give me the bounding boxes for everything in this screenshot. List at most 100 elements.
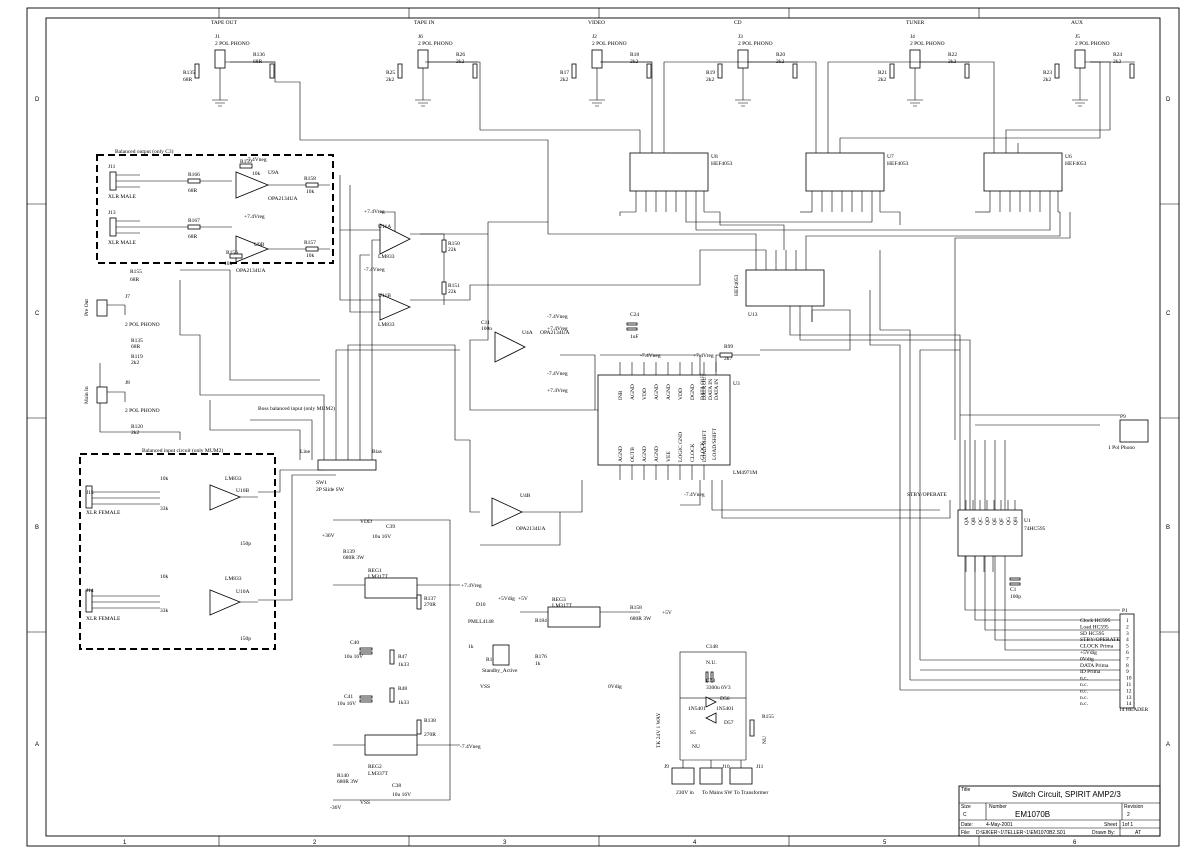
u3-pin-label: DGND — [690, 384, 696, 400]
u1-pin-label: QF — [999, 518, 1005, 525]
svg-text:D57: D57 — [724, 720, 734, 726]
svg-text:VSS: VSS — [480, 684, 490, 690]
header-signal: DATA Prima — [1080, 663, 1109, 669]
svg-text:DATA OUT: DATA OUT — [700, 373, 706, 400]
row-d-right: D — [1166, 97, 1171, 103]
svg-text:J11: J11 — [108, 164, 116, 170]
jack-ref: J4 — [910, 34, 915, 40]
svg-text:R175: R175 — [486, 657, 498, 663]
svg-text:Pre Out: Pre Out — [84, 299, 90, 316]
header-pin-number: 7 — [1126, 656, 1129, 662]
res-ref: R20 — [776, 52, 785, 58]
svg-text:+7.4Vreg: +7.4Vreg — [364, 209, 385, 215]
col-3: 3 — [503, 840, 507, 846]
svg-text:R139: R139 — [343, 549, 355, 555]
slide-switch-sw1: Boss balanced input (only MUM2) SW1 2P S… — [258, 405, 382, 493]
svg-text:C38: C38 — [392, 783, 401, 789]
svg-text:HEF4053: HEF4053 — [1065, 161, 1087, 167]
jack-ref: J5 — [1075, 34, 1080, 40]
res-ref: R17 — [560, 70, 569, 76]
svg-text:2 POL PHONO: 2 POL PHONO — [125, 322, 160, 328]
u1-pin-label: QD — [985, 517, 991, 525]
row-c-right: C — [1166, 311, 1171, 317]
svg-text:U7: U7 — [887, 154, 894, 160]
svg-text:68R: 68R — [130, 277, 140, 283]
u3-pin-label: CLOCK — [690, 443, 696, 462]
svg-text:R120: R120 — [131, 424, 143, 430]
svg-text:1 Pol Phono: 1 Pol Phono — [1108, 445, 1135, 451]
svg-text:-7.4Vneg: -7.4Vneg — [460, 744, 481, 750]
svg-text:-7.4Vneg: -7.4Vneg — [684, 492, 705, 498]
u1-pin-label: QH — [1013, 517, 1019, 525]
u3-pin-label: AGND — [630, 384, 636, 400]
res-ref: R22 — [948, 52, 957, 58]
u3-pin-label: AGND — [654, 446, 660, 462]
svg-text:U10A: U10A — [236, 589, 249, 595]
svg-text:LM833: LM833 — [225, 476, 242, 482]
header-signal: n.c. — [1080, 701, 1089, 707]
u3-pin-label: VDD — [678, 388, 684, 400]
svg-text:J14: J14 — [86, 588, 94, 594]
svg-text:U6: U6 — [1065, 154, 1072, 160]
svg-text:R156: R156 — [226, 250, 238, 256]
balanced-input-section: Balanced input circuit (only MUM2) J15 X… — [79, 447, 276, 650]
svg-text:Revision: Revision — [1124, 804, 1143, 810]
u3-pin-label: AGND — [642, 446, 648, 462]
svg-text:P9: P9 — [1120, 414, 1126, 420]
svg-text:U11B: U11B — [378, 293, 391, 299]
u3-pin-label: AGND — [666, 384, 672, 400]
header-pin-number: 1 — [1126, 618, 1129, 624]
row-b-right: B — [1166, 525, 1170, 531]
svg-text:10k: 10k — [252, 171, 261, 177]
svg-text:10u 16V: 10u 16V — [344, 654, 363, 660]
svg-text:1k33: 1k33 — [398, 700, 409, 706]
svg-text:10k: 10k — [160, 574, 169, 580]
u3-pin-label: VDD — [642, 388, 648, 400]
svg-text:OPA2134UA: OPA2134UA — [236, 268, 265, 274]
svg-text:R119: R119 — [131, 354, 143, 360]
svg-text:OPA2134UA: OPA2134UA — [516, 526, 545, 532]
svg-text:10u 16V: 10u 16V — [372, 534, 391, 540]
svg-text:U9A: U9A — [268, 170, 279, 176]
svg-text:OPA2134UA: OPA2134UA — [540, 330, 569, 336]
svg-text:1k33: 1k33 — [398, 662, 409, 668]
svg-text:REG1: REG1 — [368, 568, 382, 574]
header-signal: n.c. — [1080, 688, 1089, 694]
u3-pin-label: DATA IN — [714, 379, 720, 400]
svg-text:C40: C40 — [350, 640, 359, 646]
header-signal: 0Vdig — [1080, 656, 1094, 662]
drawing-number: EM1070B — [1015, 810, 1050, 819]
svg-text:U11A: U11A — [378, 224, 391, 230]
row-c: C — [35, 311, 40, 317]
sheet-size: C — [963, 812, 967, 818]
svg-text:-7.4Vneg: -7.4Vneg — [547, 371, 568, 377]
jack-type: 2 POL PHONO — [910, 41, 945, 47]
file-path: D:\EIKER~1\TELLER~1\EM1070B2.S01 — [976, 830, 1066, 836]
header-pin-number: 8 — [1126, 663, 1129, 669]
u1-pin-label: QE — [992, 517, 998, 525]
svg-text:+7.4Vreg: +7.4Vreg — [547, 388, 568, 394]
svg-text:VDD: VDD — [360, 519, 372, 525]
res-ref: R26 — [456, 52, 465, 58]
svg-text:+36V: +36V — [322, 533, 335, 539]
svg-text:D10: D10 — [476, 602, 486, 608]
svg-text:U4B: U4B — [520, 493, 531, 499]
input-label: TAPE IN — [414, 20, 435, 26]
svg-text:Main In: Main In — [84, 386, 90, 404]
header-signal: CLOCK Prima — [1080, 644, 1114, 650]
res-val: 2k2 — [878, 77, 887, 83]
svg-text:C1: C1 — [1010, 587, 1017, 593]
svg-text:R158: R158 — [630, 605, 642, 611]
title-block: Title Switch Circuit, SPIRIT AMP2/3 Size… — [958, 785, 1161, 837]
svg-text:680R 3W: 680R 3W — [630, 616, 652, 622]
mux-u6: U6 HEF4053 — [983, 143, 1087, 212]
svg-text:U1: U1 — [1024, 518, 1031, 524]
jack-ref: J6 — [418, 34, 423, 40]
svg-text:68R: 68R — [188, 234, 198, 240]
u3-pin-label: VEE — [666, 451, 672, 462]
res-ref: R136 — [253, 52, 265, 58]
svg-text:U13: U13 — [748, 312, 758, 318]
col-5: 5 — [883, 840, 887, 846]
